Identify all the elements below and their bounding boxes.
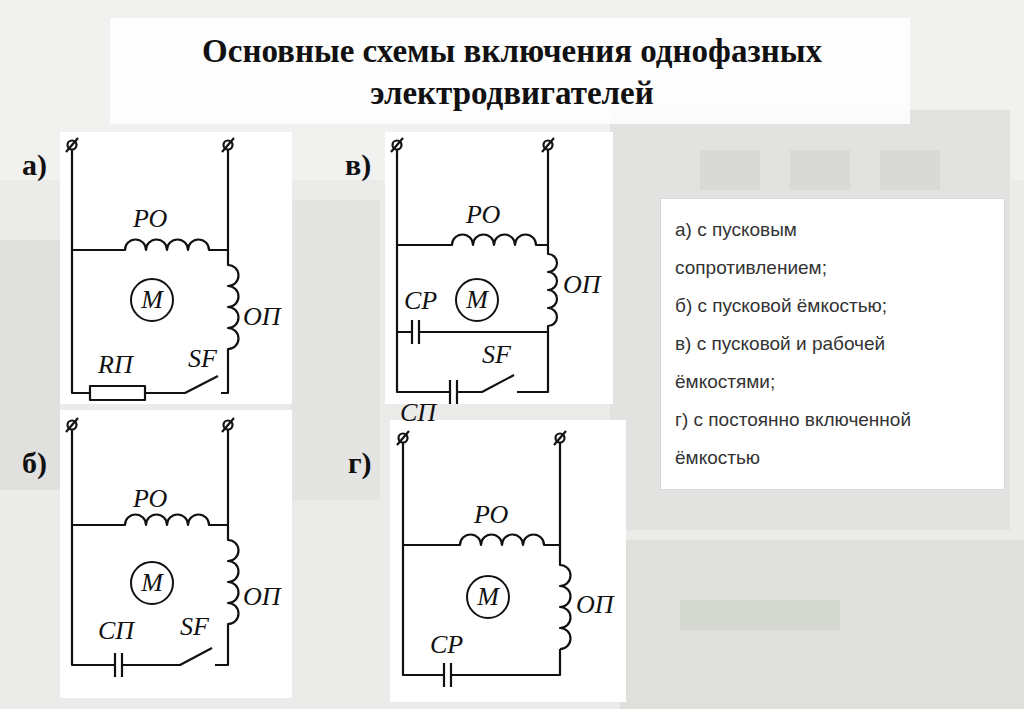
motor-circle: M <box>466 575 510 619</box>
motor-circle: M <box>130 278 174 322</box>
circuit-panel <box>385 132 613 404</box>
panel-letter: а) <box>22 150 47 180</box>
description-box: а) с пусковым сопротивлением;б) с пусков… <box>660 198 1005 490</box>
background-building <box>290 200 380 500</box>
capacitor-symbol <box>115 653 122 677</box>
wire <box>397 150 514 392</box>
circuit-a <box>66 138 239 400</box>
winding-label: ОП <box>243 584 281 610</box>
motor-circle: M <box>455 278 499 322</box>
auxiliary-winding <box>517 150 557 392</box>
switch-label: SF <box>188 346 217 372</box>
terminal-slash <box>66 418 78 432</box>
terminal-slash <box>222 418 234 432</box>
capacitor-label: CР <box>430 632 463 658</box>
circuit-b <box>66 418 239 677</box>
main-winding <box>72 515 228 526</box>
terminal-slash <box>542 138 554 152</box>
circuit-v <box>391 138 557 404</box>
capacitor-label: CП <box>400 400 436 426</box>
terminal-slash <box>397 431 409 445</box>
background-building <box>0 240 60 490</box>
capacitor-symbol <box>450 380 457 404</box>
title-band <box>110 18 910 124</box>
capacitor-label: CП <box>98 618 134 644</box>
main-winding <box>397 235 548 246</box>
circuit-g <box>397 431 571 687</box>
winding-label: РО <box>133 486 167 512</box>
panel-letter: в) <box>345 150 371 180</box>
background-flowerbed <box>680 600 840 630</box>
slide-title: Основные схемы включения однофазных элек… <box>162 30 862 114</box>
capacitor-symbol <box>444 663 451 687</box>
auxiliary-winding <box>215 430 239 665</box>
background-building <box>610 110 1010 530</box>
winding-label: РО <box>466 202 500 228</box>
main-winding <box>72 240 228 251</box>
description-item: а) с пусковым сопротивлением; <box>675 211 950 287</box>
main-winding <box>403 535 560 546</box>
terminal-slash <box>66 138 78 152</box>
auxiliary-winding <box>560 443 571 649</box>
terminal-slash <box>391 138 403 152</box>
motor-letter: M <box>466 287 488 313</box>
winding-label: РО <box>474 502 508 528</box>
background-window <box>880 150 940 190</box>
panel-letter: г) <box>348 448 372 478</box>
switch-label: SF <box>482 342 511 368</box>
description-item: б) с пусковой ёмкостью; <box>675 287 950 325</box>
capacitor-symbol <box>412 320 419 344</box>
panel-letter: б) <box>22 448 47 478</box>
winding-label: ОП <box>576 592 614 618</box>
circuit-panel <box>390 420 626 702</box>
background-window <box>790 150 850 190</box>
circuit-panel <box>60 132 292 404</box>
auxiliary-winding <box>221 150 239 393</box>
background-square <box>620 540 1024 709</box>
description-item: г) с постоянно включенной ёмкостью <box>675 401 950 477</box>
wire <box>403 443 560 675</box>
capacitor-label: CР <box>404 288 437 314</box>
winding-label: РО <box>133 206 167 232</box>
description-item: в) с пусковой и рабочей ёмкостями; <box>675 325 950 401</box>
wire <box>72 430 212 665</box>
motor-letter: M <box>141 287 163 313</box>
motor-letter: M <box>477 584 499 610</box>
circuit-panel <box>60 410 292 698</box>
motor-circle: M <box>130 561 174 605</box>
background-window <box>700 150 760 190</box>
winding-label: ОП <box>243 304 281 330</box>
switch-label: SF <box>180 614 209 640</box>
resistor-symbol <box>90 386 145 400</box>
wire <box>72 150 218 393</box>
terminal-slash <box>222 138 234 152</box>
terminal-slash <box>554 431 566 445</box>
resistor-label: RП <box>98 352 133 378</box>
winding-label: ОП <box>563 272 601 298</box>
motor-letter: M <box>141 570 163 596</box>
